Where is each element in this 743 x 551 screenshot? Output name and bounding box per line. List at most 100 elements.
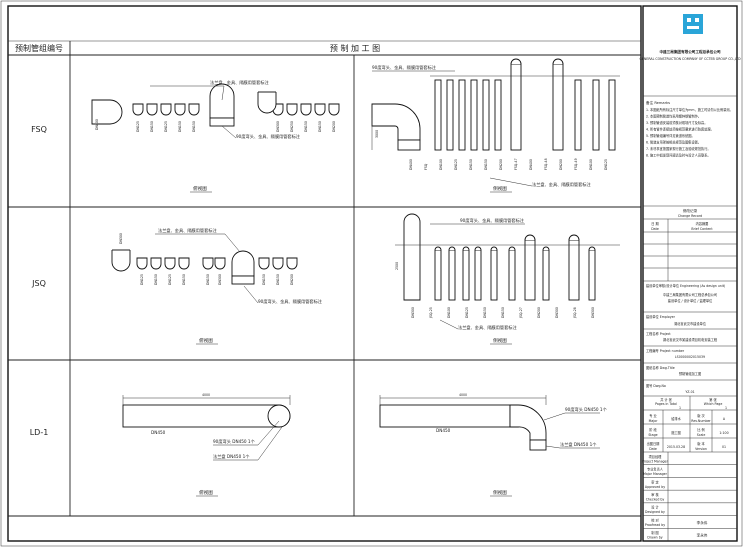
company-name-cn: 中建三局集团有限公司工程总承包公司 [659,49,720,54]
fsq-plan-note-mid: 90度弯头、金具、隔膜用管套标注 [236,133,301,140]
remark-line: 5. 预制管组编号详见管道系统图。 [646,133,695,138]
fsq-side-pipe [458,79,466,151]
jsq-side-pipe [448,249,456,301]
fsq-plan-pipe-label: DN150 [318,121,322,132]
fsq-side-pipe-label: DN400 [529,159,533,170]
jsq-side-pipe [542,249,550,301]
ld1-plan-dim: 4000 [202,393,210,397]
design-unit-line-1: 中建三局集团有限公司工程总承包公司 [663,292,717,297]
role-label: 设 计 [651,505,659,510]
jsq-plan-caption: 俯视图 [199,337,213,344]
jsq-side-pipe-label: DN150 [501,307,505,318]
ld1-side-dim: 4000 [459,393,467,397]
property-value: 1:100 [719,431,728,435]
fsq-plan-pipe-label: DN400 [95,119,99,130]
jsq-plan-elbow [202,257,214,270]
fsq-side-pipe-label: FSQ [424,163,428,170]
jsq-side-pipe-label: DN300 [411,307,415,318]
jsq-side-pipe [508,249,516,301]
property-label-en: Stage [648,433,657,437]
fsq-side-pipe-label: FSQ-48 [544,158,548,170]
role-label: 校 对 [651,517,659,522]
drawing-number-value: YZ-01 [685,390,694,394]
jsq-plan-pipe-label: DN150 [262,274,266,285]
jsq-side-dim: 2500 [395,262,399,270]
drawing-number-label: 图号 Dwg.No [646,383,666,388]
jsq-plan-pipe-label: DN150 [154,274,158,285]
jsq-plan-note-top: 法兰盘、金具、隔膜用管套标注 [158,227,217,234]
fsq-plan-elbow [132,103,144,116]
revision-col-content: 内容摘要 [696,221,710,226]
property-label-en: Major [649,419,659,423]
role-label-en: Project Manager [642,459,669,463]
ld1-side-view: 4000 DN450 90度弯头 DN450 1个 法兰盘 DN450 1个 侧… [379,393,608,497]
remark-line: 2. 本图预制管道均采用镀锌钢管制作。 [646,114,701,119]
company-logo [683,14,703,34]
fsq-plan-elbow [160,103,172,116]
property-label: 专 业 [649,413,656,418]
jsq-side-pipe-label: JSQ-28 [573,307,577,319]
role-label: 审 定 [651,479,659,484]
jsq-side-pipe [434,249,442,301]
fsq-side-pipe [592,79,600,151]
remark-line: 1. 本图纸所有标注尺寸单位为mm，施工时请勿以比例量测。 [646,107,733,112]
drawing-frame [7,5,642,542]
remark-line: 7. 未尽事宜按国家现行施工及验收规范执行。 [646,146,711,151]
property-label-en: Rev.Number [691,419,711,423]
role-label: 审 核 [651,492,659,497]
property-value: 施工图 [671,430,681,435]
remark-line: 8. 施工中如发现问题请及时与设计人员联系。 [646,153,711,158]
role-label: 制 图 [651,530,658,535]
jsq-side-pipe-label: DN300 [555,307,559,318]
fsq-side-pipe [482,79,490,151]
fsq-side-pipe-label: FSQ-49 [574,158,578,170]
project-label: 工程名称 Project [646,331,671,336]
role-label: 专业负责人 [647,467,664,472]
role-label-en: Checked by [646,498,665,502]
jsq-plan-elbow [272,257,284,270]
fsq-side-pipe [608,79,616,151]
remarks-title: 备注 Remarks [646,100,670,105]
fsq-side-pipe-label: DN150 [484,159,488,170]
fsq-plan-pipe-label: DN125 [136,121,140,132]
fsq-side-pipe-label: DN400 [409,159,413,170]
jsq-plan-pipe-label: DN200 [290,274,294,285]
fsq-plan-pipe-label: DN125 [164,121,168,132]
pages-total-value: 1 [679,406,681,410]
property-label: 出图日期 [647,441,660,446]
row-code-fsq: FSQ [31,125,47,134]
revision-col-date: 日 期 [651,221,658,226]
company-name-en: GENERAL CONSTRUCTION COMPANY OF CCTEB GR… [639,57,741,61]
project-value: 湖北省武汉市某建设项目机电安装工程 [663,337,718,342]
fsq-side-pipe-label: DN200 [499,159,503,170]
fsq-plan-pipe-label: DN150 [192,121,196,132]
fsq-plan-pipe-label: DN150 [150,121,154,132]
jsq-side-pipe-label: DN125 [465,307,469,318]
jsq-plan-pipe-label: DN125 [168,274,172,285]
ld1-plan-note-2: 法兰盘 DN450 1个 [213,453,250,460]
ld1-plan-pipe: DN450 [151,430,166,435]
jsq-side-pipe-label: JSQ-27 [519,307,523,319]
role-signature: 李永伟 [697,533,708,538]
fsq-plan-pipe-label: DN150 [178,121,182,132]
jsq-side-pipe [588,249,596,301]
ld1-plan-view: 4000 DN450 90度弯头 DN450 1个 法兰盘 DN450 1个 俯… [122,393,291,497]
drawing-title-value: 预制管组加工图 [679,371,701,376]
jsq-side-pipe-label: JSQ-25 [429,307,433,319]
jsq-plan-pipe-label: DN150 [182,274,186,285]
fsq-side-dim: 3000 [375,130,379,138]
page-no-label-en: Which Page [704,402,723,406]
ld1-plan-note-1: 90度弯头 DN450 1个 [213,438,256,445]
fsq-side-pipe [446,79,454,151]
jsq-side-note-top: 90度弯头、金具、隔膜用管套标注 [460,217,525,224]
jsq-side-pipe-label: DN100 [447,307,451,318]
jsq-side-pipe-label: DN150 [483,307,487,318]
jsq-side-caption: 侧视图 [493,337,507,344]
title-block-frame [642,5,738,542]
jsq-plan-pipe-label: DN125 [140,274,144,285]
fsq-plan-caption: 俯视图 [193,185,207,192]
jsq-plan-elbow [136,257,148,270]
revision-col-content-en: Brief Content [691,227,713,231]
